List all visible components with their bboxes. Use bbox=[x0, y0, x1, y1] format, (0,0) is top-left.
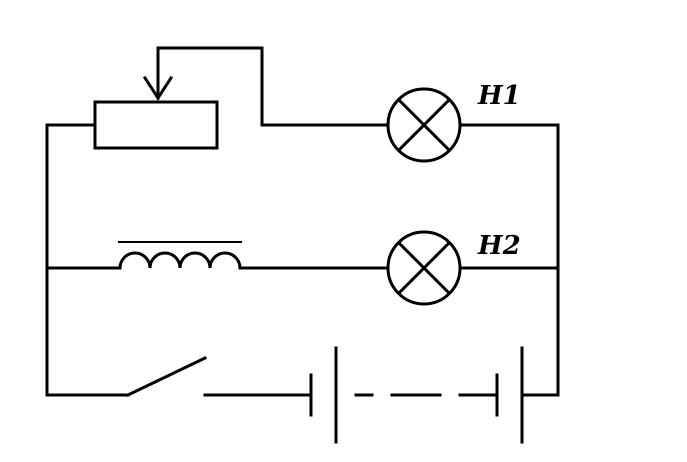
bottom-branch bbox=[45, 346, 560, 444]
battery-icon bbox=[309, 346, 524, 444]
wire-top-left bbox=[45, 123, 97, 397]
rheostat-slider-wire bbox=[156, 46, 390, 127]
lamp-h2-icon bbox=[386, 230, 462, 306]
rheostat-body bbox=[93, 100, 219, 150]
lamp-h1-icon bbox=[386, 87, 462, 163]
rheostat-slider-arrow bbox=[142, 75, 174, 101]
switch-lever-icon bbox=[125, 355, 208, 398]
lamp-h1-label: H1 bbox=[477, 81, 521, 111]
middle-branch: H2 bbox=[45, 230, 560, 306]
top-branch: H1 bbox=[45, 46, 560, 397]
inductor-coil-icon bbox=[118, 251, 242, 270]
lamp-h2-label: H2 bbox=[477, 231, 521, 261]
wire-top-right bbox=[458, 123, 560, 397]
